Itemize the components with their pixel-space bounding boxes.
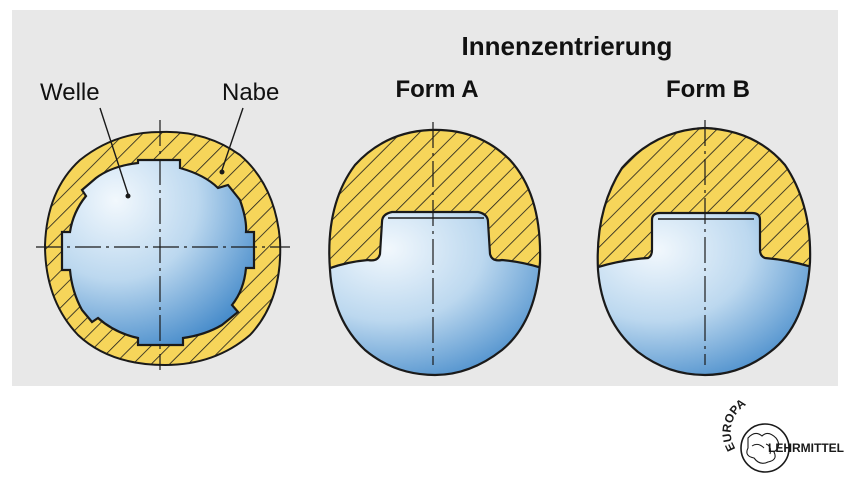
splined-shaft: [60, 158, 256, 347]
form-a-section: [328, 122, 542, 377]
full-section: [36, 107, 290, 370]
heading-innenzentrierung: Innenzentrierung: [462, 31, 673, 61]
label-form-a: Form A: [395, 76, 478, 103]
label-nabe: Nabe: [222, 79, 279, 106]
leader-welle: [99, 107, 129, 195]
europa-lehrmittel-logo: EUROPA LEHRMITTEL: [720, 396, 844, 473]
leader-nabe: [221, 107, 244, 171]
form-a-shaft: [329, 210, 541, 375]
form-b-section: [596, 120, 812, 377]
label-welle: Welle: [40, 79, 100, 106]
label-form-b: Form B: [666, 76, 750, 103]
svg-text:LEHRMITTEL: LEHRMITTEL: [768, 441, 844, 455]
